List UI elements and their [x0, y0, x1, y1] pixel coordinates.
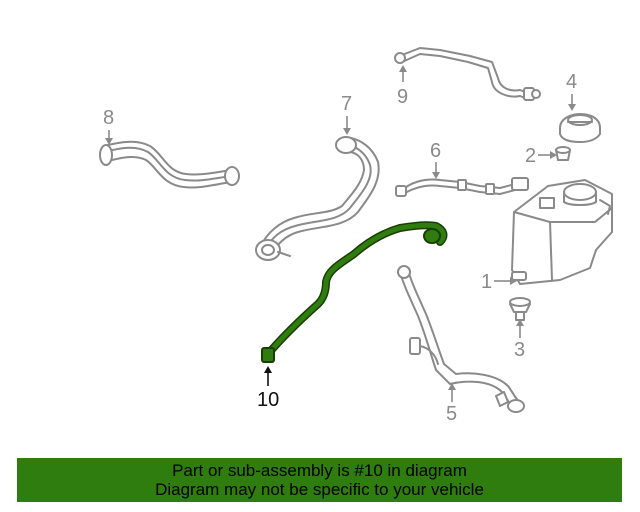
- part-2-plug[interactable]: [555, 146, 571, 161]
- callout-label-9: 9: [397, 86, 408, 108]
- part-5-hose[interactable]: [397, 265, 525, 413]
- part-7-hose[interactable]: [255, 136, 380, 261]
- callout-label-3: 3: [514, 339, 525, 361]
- callout-3: 3: [514, 319, 525, 361]
- part-8-hose[interactable]: [99, 140, 240, 189]
- callout-label-1: 1: [481, 271, 492, 293]
- callout-5: 5: [446, 383, 457, 425]
- callout-label-4: 4: [566, 71, 577, 93]
- callout-label-10: 10: [257, 389, 279, 411]
- callout-7: 7: [341, 93, 352, 135]
- callout-4: 4: [566, 71, 577, 111]
- part-6-sensor-line[interactable]: [395, 177, 529, 197]
- part-9-line[interactable]: [394, 47, 541, 101]
- reservoir-tank[interactable]: [511, 179, 613, 285]
- callout-6: 6: [430, 140, 441, 179]
- callout-label-5: 5: [446, 403, 457, 425]
- banner-line-2: Diagram may not be specific to your vehi…: [155, 480, 484, 499]
- banner-line-1: Part or sub-assembly is #10 in diagram: [172, 461, 467, 480]
- callout-1: 1: [481, 271, 517, 293]
- callout-label-7: 7: [341, 93, 352, 115]
- callout-9: 9: [397, 65, 408, 108]
- callout-label-8: 8: [103, 107, 114, 129]
- callout-10: 10: [257, 366, 279, 411]
- part-4-cap[interactable]: [559, 113, 601, 143]
- callout-2: 2: [525, 145, 557, 167]
- part-10-hose[interactable]: [261, 221, 448, 363]
- callout-label-6: 6: [430, 140, 441, 162]
- callout-8: 8: [103, 107, 114, 145]
- part-3-grommet[interactable]: [509, 297, 531, 321]
- callout-label-2: 2: [525, 145, 536, 167]
- info-banner: Part or sub-assembly is #10 in diagram D…: [17, 458, 622, 502]
